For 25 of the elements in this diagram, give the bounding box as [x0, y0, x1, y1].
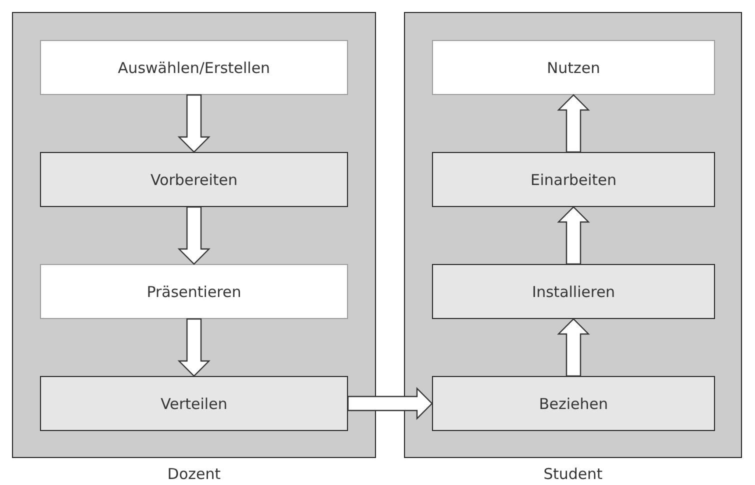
- step-label: Vorbereiten: [150, 170, 238, 188]
- process-box: [40, 376, 348, 431]
- block-arrow: [178, 206, 210, 265]
- process-box: [40, 152, 348, 207]
- step-label: Auswählen/Erstellen: [118, 58, 270, 76]
- process-box: [432, 376, 715, 431]
- step-label: Beziehen: [538, 394, 608, 412]
- panel-heading: Student: [542, 465, 604, 483]
- process-box: [40, 264, 348, 319]
- block-arrow: [178, 94, 210, 153]
- block-arrow: [557, 318, 590, 377]
- step-label: Installieren: [532, 282, 616, 300]
- block-arrow: [178, 318, 210, 377]
- block-arrow: [557, 206, 590, 265]
- step-label: Verteilen: [160, 394, 228, 412]
- block-arrow: [347, 387, 433, 420]
- block-arrow: [557, 94, 590, 153]
- step-label: Präsentieren: [146, 282, 242, 300]
- step-label: Nutzen: [546, 58, 600, 76]
- process-box: [40, 40, 348, 95]
- process-box: [432, 152, 715, 207]
- panel-heading: Dozent: [166, 465, 222, 483]
- step-label: Einarbeiten: [530, 170, 617, 188]
- process-box: [432, 40, 715, 95]
- process-box: [432, 264, 715, 319]
